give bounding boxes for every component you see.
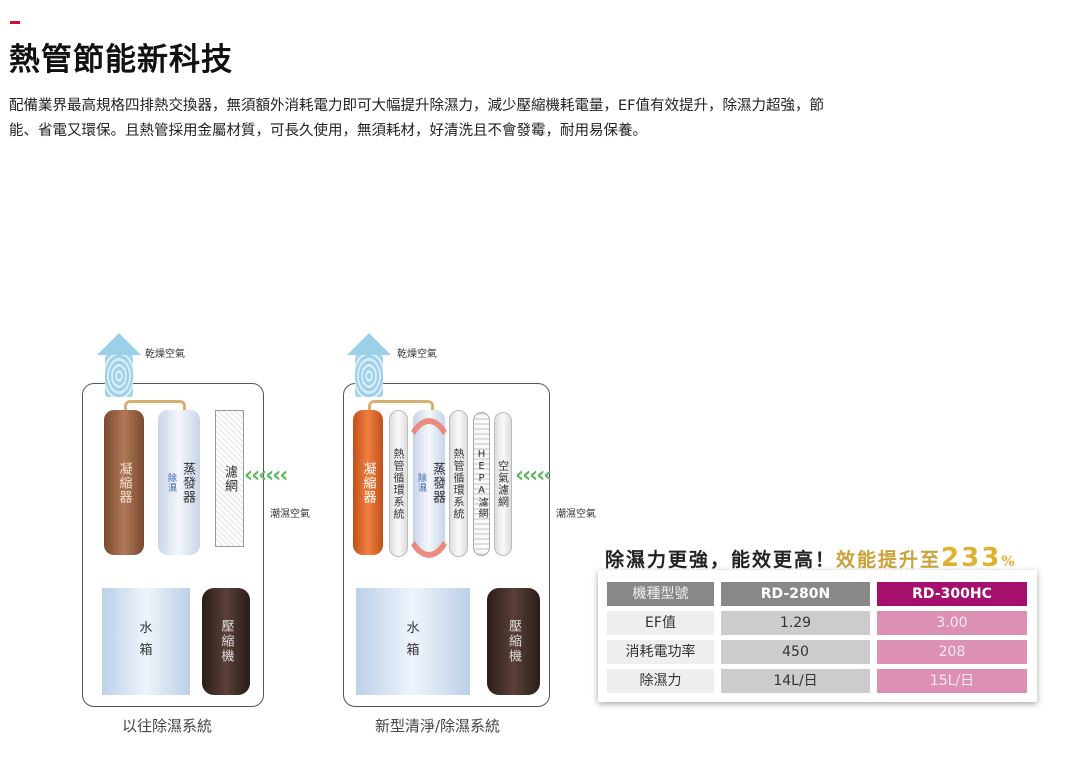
- tank-label: 箱: [139, 643, 153, 658]
- old-value: 14L/日: [721, 669, 870, 693]
- filter: 濾網: [215, 410, 244, 547]
- condenser: 凝縮器: [104, 410, 144, 555]
- dehumid-label: 除濕: [166, 472, 176, 493]
- evaporator: 蒸發器除濕: [158, 410, 200, 555]
- humid-air-label: 潮濕空氣: [556, 509, 596, 520]
- circulation-arrows-icon: [398, 418, 460, 558]
- title-number: 233: [941, 543, 1002, 573]
- new-system-caption: 新型清淨/除濕系統: [375, 717, 501, 735]
- dry-air-stream: [355, 355, 383, 397]
- water-tank: 水箱: [356, 588, 470, 695]
- pipe: [368, 400, 434, 417]
- page-title: 熱管節能新科技: [9, 42, 233, 78]
- old-unit-frame: [82, 383, 264, 707]
- title-main: 除濕力更強，能效更高！: [605, 549, 837, 571]
- accent-dash: [10, 21, 20, 24]
- header-new-model: RD-300HC: [877, 582, 1027, 606]
- dry-air-label: 乾燥空氣: [397, 349, 437, 360]
- compressor: 壓縮機: [487, 588, 540, 695]
- water-tank: 水箱: [102, 588, 190, 695]
- header-model: 機種型號: [607, 582, 714, 606]
- title-percent: %: [1001, 554, 1017, 570]
- air-filter: 空氣濾網: [494, 412, 512, 556]
- humid-air-arrows-icon: ‹‹‹‹‹‹: [244, 463, 288, 488]
- old-value: 450: [721, 640, 870, 664]
- dry-air-arrow-icon: [347, 333, 391, 355]
- title-highlight: 效能提升至: [836, 549, 942, 571]
- new-value: 15L/日: [877, 669, 1027, 693]
- comparison-title: 除濕力更強，能效更高！效能提升至233%: [605, 543, 1017, 573]
- comparison-table: 機種型號 RD-280N RD-300HC EF值 1.29 3.00 消耗電功…: [598, 570, 1037, 702]
- hepa-filter: HEPA濾網: [473, 412, 490, 556]
- row-label: 消耗電功率: [607, 640, 714, 664]
- condenser: 凝縮器: [353, 410, 383, 555]
- dry-air-arrow-icon: [97, 333, 141, 355]
- tank-label: 水: [406, 621, 420, 636]
- compressor: 壓縮機: [202, 588, 250, 695]
- new-unit-frame: [343, 383, 550, 707]
- intro-paragraph: 配備業界最高規格四排熱交換器，無須額外消耗電力即可大幅提升除濕力，減少壓縮機耗電…: [9, 98, 824, 139]
- row-label: EF值: [607, 611, 714, 635]
- row-label: 除濕力: [607, 669, 714, 693]
- new-value: 3.00: [877, 611, 1027, 635]
- dry-air-label: 乾燥空氣: [145, 349, 185, 360]
- evaporator-label: 蒸發器: [180, 461, 195, 504]
- pipe: [124, 400, 186, 417]
- humid-air-arrows-icon: ‹‹‹‹‹: [515, 463, 552, 488]
- humid-air-label: 潮濕空氣: [270, 509, 310, 520]
- header-old-model: RD-280N: [721, 582, 870, 606]
- tank-label: 水: [139, 621, 153, 636]
- new-value: 208: [877, 640, 1027, 664]
- old-value: 1.29: [721, 611, 870, 635]
- tank-label: 箱: [406, 643, 420, 658]
- dry-air-stream: [105, 355, 133, 397]
- old-system-caption: 以往除濕系統: [122, 717, 213, 735]
